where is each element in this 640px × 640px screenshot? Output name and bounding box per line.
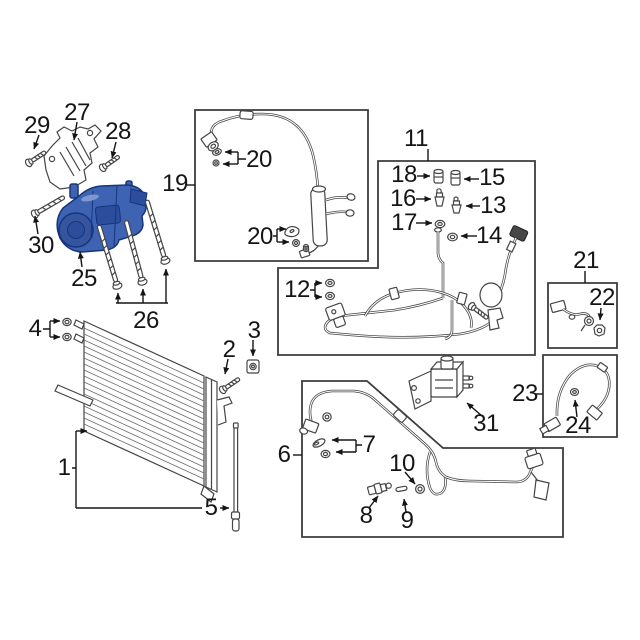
- part-2-bolt: [217, 374, 243, 396]
- callout-4: 4: [28, 315, 42, 342]
- part-10-o-ring: [415, 484, 426, 495]
- callout-28: 28: [105, 118, 131, 145]
- callout-20-upper: 20: [246, 146, 272, 173]
- callout-19: 19: [162, 170, 188, 197]
- callout-14: 14: [476, 222, 502, 249]
- group-boxes: [194, 109, 618, 538]
- box-tube-assembly-11-12: [277, 160, 536, 356]
- part-24-washer: [569, 388, 580, 397]
- box-hose-19: [194, 109, 369, 262]
- part-31-valve-block: [408, 355, 474, 410]
- part-20-seals-lower: [284, 225, 310, 253]
- part-19-suction-hose: [200, 110, 356, 259]
- callout-29: 29: [24, 112, 50, 139]
- callout-30: 30: [28, 232, 54, 259]
- part-13-service-valve: [451, 196, 462, 214]
- callout-7: 7: [362, 431, 376, 458]
- callout-2: 2: [222, 336, 236, 363]
- callout-6: 6: [277, 441, 291, 468]
- part-23-hose: [538, 362, 611, 435]
- part-12-o-rings: [325, 278, 336, 301]
- box-pipe-21-22: [547, 282, 618, 349]
- callout-12: 12: [284, 276, 310, 303]
- part-4-o-rings: [62, 317, 72, 342]
- callout-10: 10: [389, 450, 415, 477]
- callout-5: 5: [204, 494, 218, 521]
- part-17-o-ring: [434, 219, 446, 229]
- callout-22: 22: [589, 284, 615, 311]
- part-9-clip-pin: [395, 485, 408, 493]
- callout-3: 3: [247, 317, 261, 344]
- callout-15: 15: [479, 164, 505, 191]
- part-11-tube-assembly: [323, 225, 529, 341]
- callout-17: 17: [391, 209, 417, 236]
- callout-1: 1: [57, 454, 71, 481]
- part-21-pipe: [549, 299, 595, 332]
- part-27-heat-shield: [43, 124, 102, 190]
- callout-25: 25: [71, 265, 97, 292]
- part-28-bolt: [97, 152, 122, 174]
- part-3-nut: [246, 359, 260, 374]
- part-6-liquid-hose: [299, 389, 550, 501]
- callout-16: 16: [390, 185, 416, 212]
- part-20-seals-upper: [212, 148, 222, 167]
- part-16-service-valve: [434, 188, 445, 207]
- part-1-condenser: [54, 319, 233, 503]
- callout-8: 8: [359, 502, 373, 529]
- callout-26: 26: [133, 307, 159, 334]
- callout-31: 31: [473, 410, 499, 437]
- callout-leader-lines: [33, 121, 604, 513]
- part-18-valve-cap: [433, 168, 444, 184]
- callout-27: 27: [64, 99, 90, 126]
- callout-9: 9: [400, 507, 414, 534]
- part-15-valve-cap: [450, 169, 461, 186]
- callout-13: 13: [480, 192, 506, 219]
- part-5-drier-tube: [230, 422, 241, 532]
- callout-24: 24: [565, 412, 591, 439]
- part-22-nut: [593, 324, 606, 337]
- callout-23: 23: [512, 380, 538, 407]
- part-8-pressure-switch: [366, 482, 392, 496]
- callout-21: 21: [573, 247, 599, 274]
- box-hose-6: [301, 380, 564, 538]
- box-hose-23-24: [542, 354, 618, 438]
- callout-11: 11: [404, 125, 428, 152]
- part-14-o-ring: [447, 232, 458, 242]
- callout-18: 18: [391, 161, 417, 188]
- part-7-seals: [312, 438, 331, 459]
- callout-20-lower: 20: [247, 223, 273, 250]
